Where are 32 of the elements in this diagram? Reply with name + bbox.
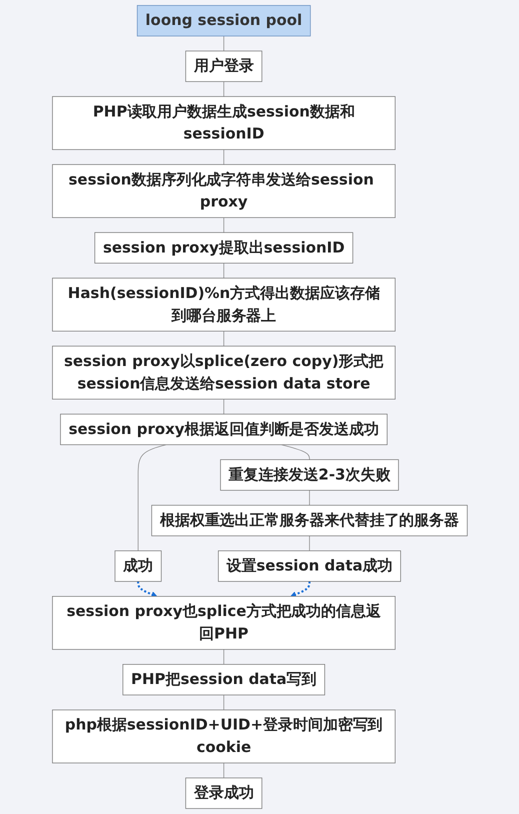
node-box: session proxy也splice方式把成功的信息返回PHP [52,596,396,650]
connector [223,262,224,278]
connector [223,330,224,346]
node-box: session proxy以splice(zero copy)形式把session信息发送给session data store [52,346,396,400]
connector [223,649,224,665]
node-box: php根据sessionID+UID+登录时间加密写到cookie [52,710,396,764]
node-box: PHP读取用户数据生成session数据和sessionID [52,96,396,150]
connector [308,490,310,506]
connector [280,444,310,460]
node-box: 用户登录 [185,50,262,82]
connector [223,36,224,52]
arrow [136,581,157,598]
connector [223,217,224,233]
node-box: PHP把session data写到 [122,664,325,696]
connector [223,762,224,778]
node-box: session proxy提取出sessionID [94,232,353,264]
arrow [290,581,310,598]
connector [308,536,310,552]
node-box: session proxy根据返回值判断是否发送成功 [60,414,388,446]
node-box: 成功 [114,550,162,582]
node-box: 登录成功 [185,778,262,809]
node-box: loong session pool [136,5,310,36]
connector [223,149,224,165]
node-box: Hash(sessionID)%n方式得出数据应该存储到哪台服务器上 [52,278,396,332]
node-box: 重复连接发送2-3次失败 [220,459,398,491]
connector [137,444,166,552]
node-box: 根据权重选出正常服务器来代替挂了的服务器 [151,504,468,536]
node-box: 设置session data成功 [218,550,401,582]
connector [223,398,224,414]
connector [223,81,224,97]
node-box: session数据序列化成字符串发送给session proxy [52,164,396,218]
connector [223,694,224,710]
